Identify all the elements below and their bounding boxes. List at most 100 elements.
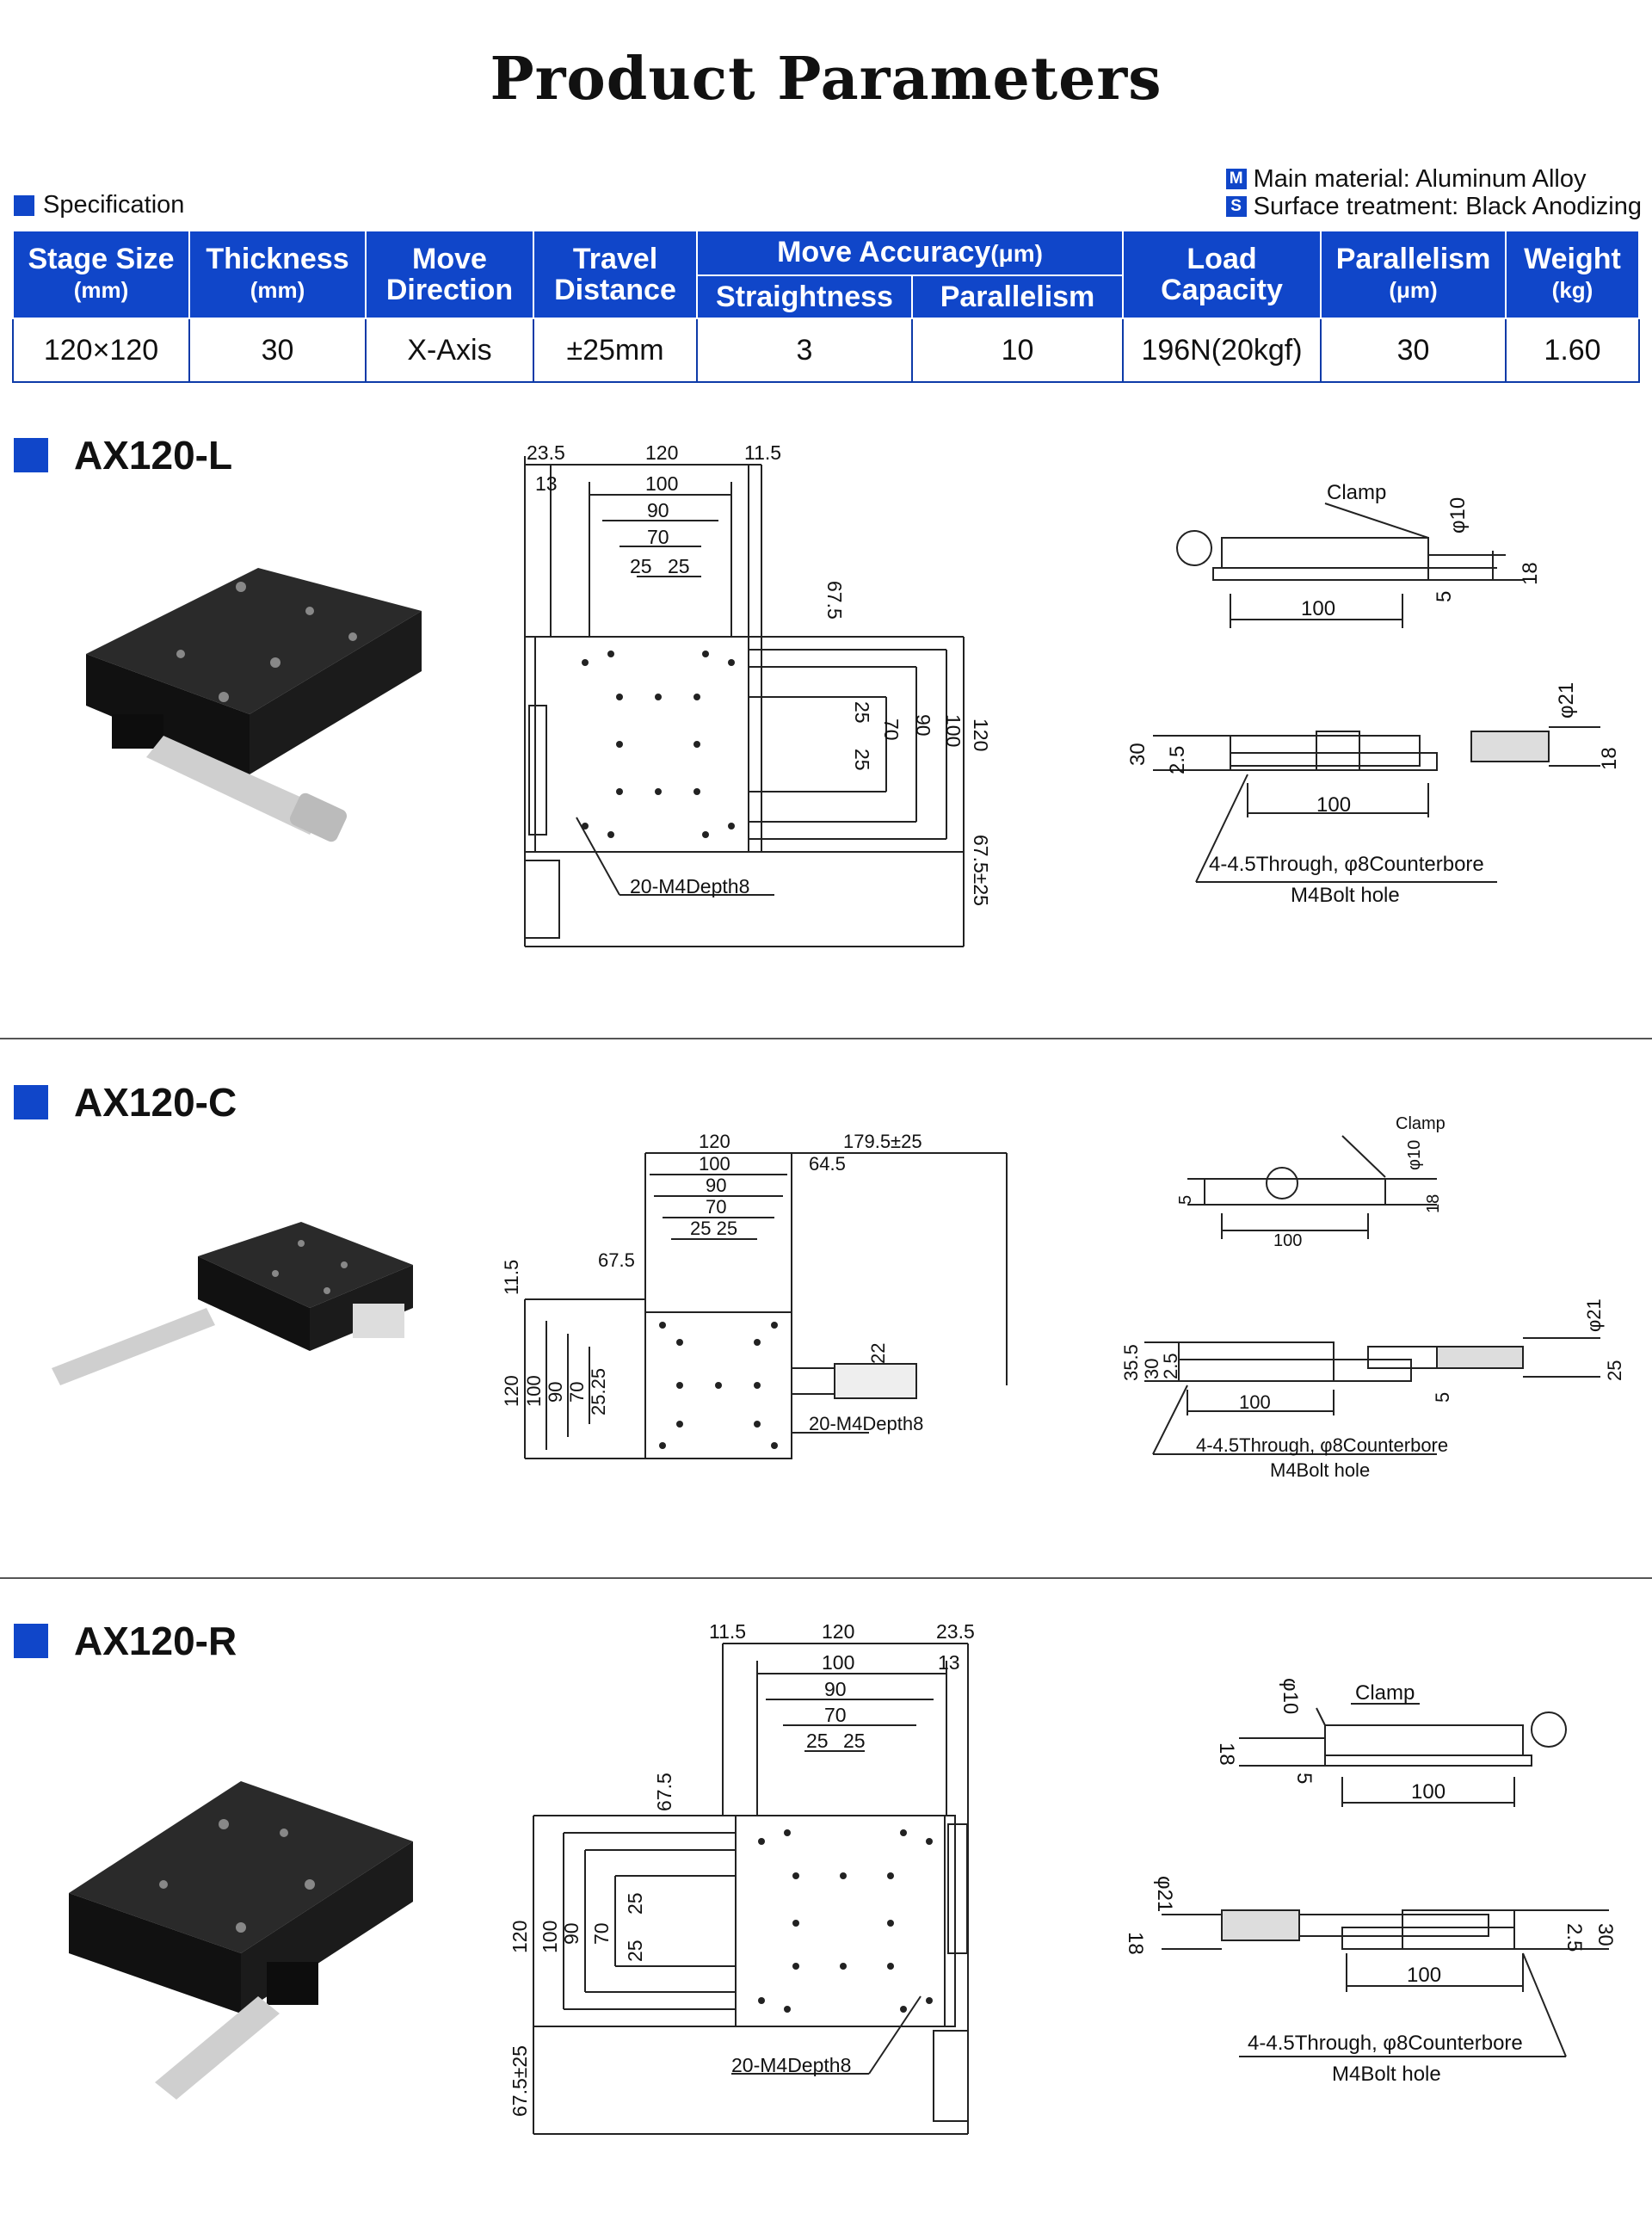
svg-text:90: 90 — [912, 714, 934, 737]
svg-text:25: 25 — [843, 1730, 866, 1752]
svg-text:11.5: 11.5 — [709, 1620, 746, 1643]
page-title: Product Parameters — [490, 45, 1162, 114]
front-view-drawing-c: 35.5 30 2.5 φ21 25 5 100 4-4.5Through, φ… — [1120, 1298, 1625, 1481]
svg-text:100: 100 — [822, 1651, 854, 1674]
model-heading-c: AX120-C — [14, 1079, 237, 1126]
svg-text:100: 100 — [1407, 1964, 1441, 1987]
svg-text:120: 120 — [699, 1131, 730, 1152]
cell-parallelism: 30 — [1320, 318, 1507, 383]
svg-text:100: 100 — [539, 1921, 561, 1953]
svg-text:100: 100 — [699, 1153, 730, 1175]
material-text: Main material: Aluminum Alloy — [1253, 165, 1587, 193]
svg-text:18: 18 — [1124, 1932, 1147, 1955]
svg-text:67.5±25: 67.5±25 — [509, 2045, 531, 2117]
side-view-drawing-l: Clamp φ10 18 5 100 — [1176, 481, 1542, 628]
svg-text:100: 100 — [1301, 597, 1335, 620]
svg-text:25: 25 — [851, 701, 873, 724]
cell-weight: 1.60 — [1505, 318, 1641, 383]
svg-text:5: 5 — [1292, 1773, 1316, 1784]
svg-text:4-4.5Through, φ8Counterbore: 4-4.5Through, φ8Counterbore — [1196, 1434, 1448, 1456]
svg-text:30: 30 — [1126, 743, 1150, 766]
svg-text:35.5: 35.5 — [1120, 1344, 1142, 1381]
svg-text:70: 70 — [647, 526, 669, 548]
header-stage-size: Stage Size(mm) — [12, 230, 190, 319]
square-icon — [14, 1085, 48, 1119]
svg-text:25: 25 — [851, 749, 873, 771]
svg-text:M4Bolt hole: M4Bolt hole — [1270, 1459, 1370, 1481]
svg-text:18: 18 — [1215, 1742, 1238, 1766]
product-photo-c — [52, 1222, 413, 1385]
svg-text:70: 70 — [590, 1922, 613, 1945]
svg-text:30: 30 — [1593, 1923, 1617, 1946]
square-icon — [14, 1624, 48, 1658]
svg-text:70: 70 — [566, 1382, 588, 1403]
cell-thickness: 30 — [188, 318, 367, 383]
svg-text:φ10: φ10 — [1446, 497, 1470, 533]
svg-text:2.5: 2.5 — [1160, 1353, 1181, 1379]
model-name-c: AX120-C — [74, 1080, 237, 1125]
model-name-l: AX120-L — [74, 433, 233, 478]
svg-text:120: 120 — [645, 441, 678, 464]
svg-text:120: 120 — [501, 1375, 522, 1407]
svg-text:90: 90 — [647, 499, 669, 521]
svg-text:67.5: 67.5 — [598, 1249, 635, 1271]
cell-load: 196N(20kgf) — [1122, 318, 1322, 383]
svg-text:25: 25 — [624, 1892, 646, 1915]
product-photo-l — [86, 568, 422, 842]
svg-text:25: 25 — [668, 555, 690, 577]
svg-text:13: 13 — [938, 1651, 960, 1674]
svg-text:25: 25 — [1604, 1360, 1625, 1381]
top-view-drawing-c: 120 100 90 70 25 25 179.5±25 64.5 67.5 1… — [501, 1131, 1008, 1459]
svg-text:2.5: 2.5 — [1563, 1923, 1586, 1952]
svg-text:φ21: φ21 — [1555, 682, 1578, 718]
front-view-drawing-l: 30 2.5 φ21 18 100 4-4.5Through, φ8Counte… — [1126, 682, 1618, 907]
svg-text:25: 25 — [630, 555, 652, 577]
svg-text:90: 90 — [560, 1922, 583, 1945]
svg-text:M4Bolt hole: M4Bolt hole — [1332, 2063, 1441, 2086]
svg-text:100: 100 — [1411, 1780, 1446, 1804]
cell-straightness: 3 — [696, 318, 913, 383]
svg-text:100: 100 — [942, 714, 965, 747]
side-view-drawing-c: Clamp φ10 5 18 100 — [1176, 1114, 1446, 1248]
svg-text:φ21: φ21 — [1583, 1298, 1605, 1332]
svg-text:Clamp: Clamp — [1355, 1681, 1415, 1705]
svg-text:18: 18 — [1424, 1194, 1443, 1213]
svg-text:67.5±25: 67.5±25 — [970, 835, 992, 906]
svg-text:18: 18 — [1598, 747, 1618, 770]
svg-text:120: 120 — [509, 1921, 531, 1953]
svg-text:23.5: 23.5 — [527, 441, 565, 464]
s-badge: S — [1225, 196, 1247, 217]
specification-label: Specification — [14, 191, 184, 219]
section-divider — [0, 1577, 1652, 1579]
svg-text:20-M4Depth8: 20-M4Depth8 — [731, 2054, 851, 2076]
svg-text:Clamp: Clamp — [1327, 481, 1386, 504]
svg-text:5: 5 — [1433, 591, 1456, 602]
svg-text:70: 70 — [880, 718, 903, 741]
svg-text:φ21: φ21 — [1153, 1876, 1176, 1912]
header-parallelism: Parallelism(μm) — [1320, 230, 1507, 319]
top-view-drawing-l: 23.5 120 11.5 13 100 90 70 25 25 67.5 25… — [524, 441, 992, 947]
svg-text:11.5: 11.5 — [744, 441, 781, 464]
svg-text:67.5: 67.5 — [653, 1773, 675, 1811]
svg-text:M4Bolt hole: M4Bolt hole — [1291, 884, 1400, 907]
model-heading-r: AX120-R — [14, 1618, 237, 1664]
svg-text:23.5: 23.5 — [936, 1620, 975, 1643]
svg-text:100: 100 — [645, 472, 678, 495]
svg-text:20-M4Depth8: 20-M4Depth8 — [630, 875, 749, 897]
svg-text:25 25: 25 25 — [690, 1218, 737, 1239]
svg-text:25.25: 25.25 — [588, 1368, 609, 1415]
svg-text:70: 70 — [706, 1196, 726, 1218]
front-view-drawing-r: φ21 18 2.5 30 100 4-4.5Through, φ8Counte… — [1124, 1876, 1617, 2086]
cell-parallelism-acc: 10 — [910, 318, 1125, 383]
model-heading-l: AX120-L — [14, 432, 232, 478]
svg-text:100: 100 — [1316, 793, 1351, 817]
svg-text:100: 100 — [1239, 1391, 1271, 1413]
header-straightness: Straightness — [696, 274, 913, 319]
svg-text:13: 13 — [535, 472, 558, 495]
header-weight: Weight(kg) — [1505, 230, 1641, 319]
svg-text:20-M4Depth8: 20-M4Depth8 — [809, 1413, 923, 1434]
svg-text:18: 18 — [1519, 562, 1542, 585]
